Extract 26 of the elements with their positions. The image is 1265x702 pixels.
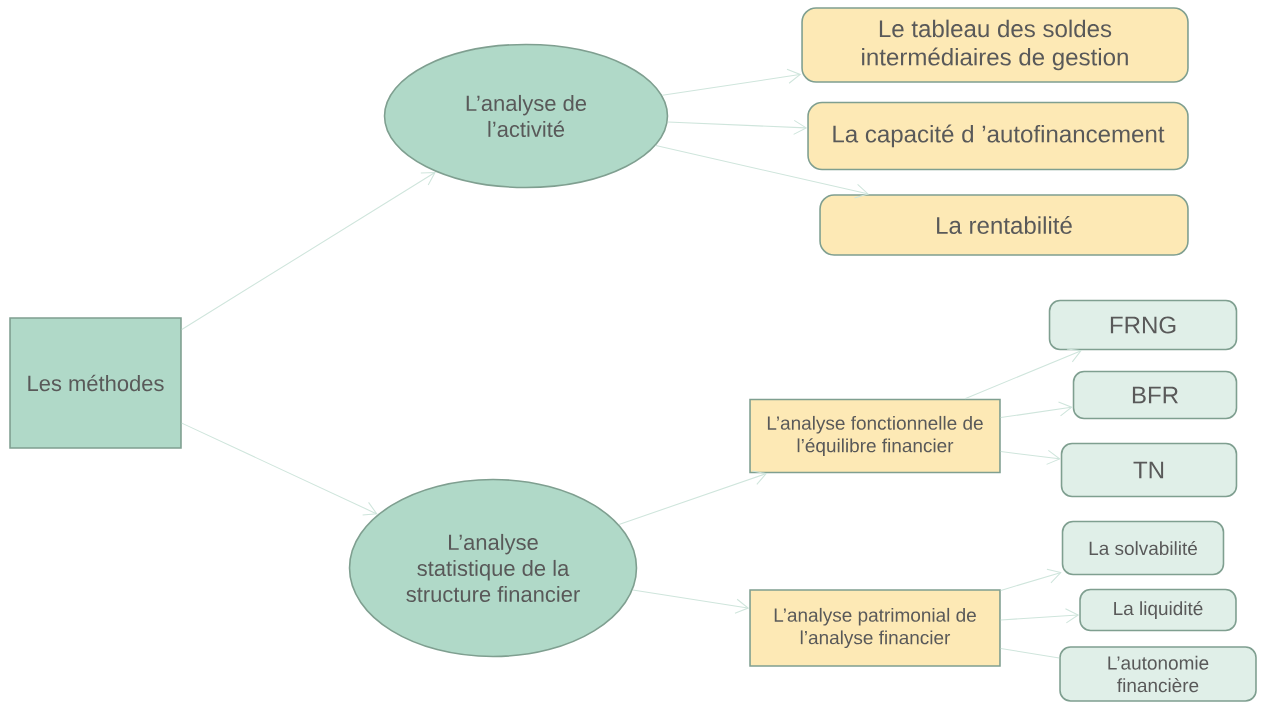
arrow: [964, 348, 1082, 400]
process-box: L’analyse patrimonial de l’analyse financier: [749, 589, 1001, 667]
rounded-box: La liquidité: [1079, 588, 1237, 632]
arrow: [181, 171, 436, 331]
arrow: [1000, 401, 1073, 419]
arrow: [618, 470, 768, 525]
arrow: [661, 68, 802, 96]
arrow: [181, 422, 378, 516]
rounded-box: Le tableau des soldes intermédiaires de gestion: [801, 7, 1189, 83]
rounded-box: FRNG: [1048, 299, 1238, 351]
arrow: [655, 145, 870, 199]
arrow: [1000, 608, 1080, 624]
rounded-box: L’autonomie financière: [1059, 646, 1257, 702]
rounded-box: La rentabilité: [819, 194, 1189, 256]
rounded-box: BFR: [1072, 370, 1238, 420]
process-box: L’analyse fonctionnelle de l’équilibre financier: [749, 398, 1001, 474]
process-box: Les méthodes: [9, 317, 182, 449]
ellipse-node: L’analyse de l’activité: [383, 43, 669, 189]
rounded-box: La capacité d ’autofinancement: [807, 101, 1189, 171]
arrow: [1000, 449, 1061, 465]
arrow: [667, 119, 808, 135]
arrow: [1000, 568, 1062, 591]
rounded-box: La solvabilité: [1061, 520, 1225, 576]
rounded-box: TN: [1060, 442, 1238, 498]
ellipse-node: L’analyse statistique de la structure financier: [348, 478, 638, 658]
arrow: [632, 589, 750, 614]
